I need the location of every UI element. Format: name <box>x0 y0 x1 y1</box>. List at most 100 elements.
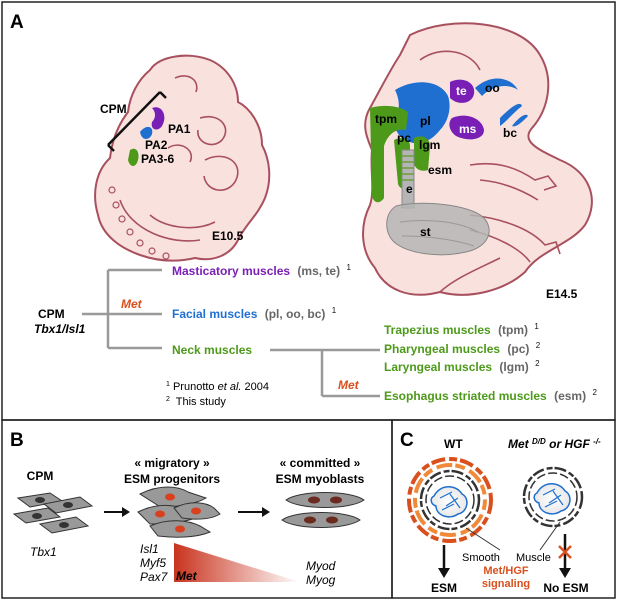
pa1-mark <box>151 107 165 130</box>
masticatory-node: Masticatory muscles (ms, te) 1 <box>172 263 351 278</box>
st-label: st <box>420 225 431 239</box>
smooth-leader <box>465 527 501 551</box>
myoblast-cells <box>281 492 365 528</box>
e-label: e <box>406 182 413 196</box>
cpm-cells <box>12 492 94 534</box>
somite-icon <box>112 201 120 209</box>
somite-icon <box>108 186 116 194</box>
b-gene-tbx1: Tbx1 <box>30 545 57 559</box>
cpm-bracket <box>107 91 167 152</box>
embryo-e10-5-fold1 <box>174 75 198 93</box>
cell-nucleus-red <box>165 493 175 501</box>
cell-nucleus-brown <box>326 516 338 524</box>
b-gene-isl1: Isl1 <box>140 542 159 556</box>
footnote-1: 1 Prunotto et al. 2004 <box>166 377 269 393</box>
somite-icon <box>118 215 126 223</box>
cell-nucleus-brown <box>308 496 320 504</box>
pa3-6-mark <box>128 148 139 166</box>
cell-nucleus-brown <box>330 496 342 504</box>
neck-node: Neck muscles <box>172 343 252 357</box>
b-migratory-title-1: « migratory » <box>134 456 210 470</box>
laryngeal-node: Laryngeal muscles (lgm) 2 <box>384 359 540 374</box>
embryo-e10-5: CPM PA1 PA2 PA3-6 E10.5 <box>94 54 271 262</box>
myoblast-cell <box>285 492 365 508</box>
embryo-e14-5-tail <box>439 257 501 293</box>
c-wt-title: WT <box>444 437 463 451</box>
b-migratory-title-2: ESM progenitors <box>124 472 220 486</box>
lineage-tree <box>82 268 380 398</box>
c-mutant-title: Met D/D or HGF -/- <box>508 433 601 451</box>
esophagus-mark <box>401 149 415 209</box>
wt-esophagus-section <box>407 457 493 543</box>
cell-nucleus <box>35 497 45 503</box>
pa2-mark <box>140 126 153 139</box>
cell-nucleus-red <box>191 507 201 515</box>
b-gene-myod: Myod <box>306 559 336 573</box>
panel-b-label: B <box>10 430 24 451</box>
tree-root-cpm: CPM <box>38 307 65 321</box>
panel-c-frame <box>391 419 616 599</box>
facial-node: Facial muscles (pl, oo, bc) 1 <box>172 306 337 321</box>
ms-label: ms <box>459 122 477 136</box>
stomach-mark <box>386 202 490 256</box>
b-committed-title-2: ESM myoblasts <box>276 472 365 486</box>
oo-mark <box>475 78 518 96</box>
cpm-label: CPM <box>100 102 127 116</box>
cell-nucleus-red <box>175 525 185 533</box>
pa2-label: PA2 <box>145 138 168 152</box>
somite-icon <box>148 247 156 255</box>
panel-a-label: A <box>10 12 24 33</box>
cell-nucleus <box>32 513 42 519</box>
somite-icon <box>136 239 144 247</box>
te-label: te <box>456 84 467 98</box>
c-smooth-label: Smooth <box>462 552 500 564</box>
muscle-leader <box>539 521 561 551</box>
b-gene-met: Met <box>176 569 198 583</box>
esophagus-node: Esophagus striated muscles (esm) 2 <box>384 388 597 403</box>
tree-met-label-2: Met <box>338 378 360 392</box>
lgm-label: lgm <box>419 138 440 152</box>
c-arrow-wt <box>438 545 450 578</box>
oo-label: oo <box>485 81 500 95</box>
pc-label: pc <box>397 131 411 145</box>
stomach-fold <box>399 220 479 247</box>
c-block-x-icon <box>558 545 572 559</box>
somite-icon <box>162 252 170 260</box>
cell-nucleus-brown <box>304 516 316 524</box>
b-arrow-2 <box>238 507 270 517</box>
embryo-e10-5-fold4 <box>167 144 193 163</box>
embryo-e10-5-body <box>94 54 271 262</box>
somite-icon <box>126 228 134 236</box>
b-committed-title-1: « committed » <box>280 456 361 470</box>
tree-neck-branch <box>270 348 380 398</box>
b-gene-myf5: Myf5 <box>140 556 166 570</box>
pa1-label: PA1 <box>168 122 191 136</box>
b-gene-pax7: Pax7 <box>140 570 169 584</box>
bc-mark-2 <box>512 114 528 127</box>
embryo-e14-5: te oo pl ms bc tpm pc lgm esm e st E14.5 <box>362 22 593 301</box>
embryo-e14-5-limb1 <box>469 162 558 201</box>
myoblast-cell <box>281 512 361 528</box>
tree-root-branch <box>82 268 162 350</box>
embryo-e10-5-fold2 <box>197 115 227 146</box>
b-gene-myog: Myog <box>306 573 336 587</box>
pharyngeal-node: Pharyngeal muscles (pc) 2 <box>384 341 541 356</box>
b-arrow-1 <box>104 507 130 517</box>
embryo-e10-5-tail <box>119 199 216 242</box>
stage-e14-5-label: E14.5 <box>546 287 578 301</box>
met-gradient-wedge <box>174 543 300 582</box>
stage-e10-5-label: E10.5 <box>212 229 244 243</box>
cell-nucleus <box>63 502 73 508</box>
embryo-e10-5-fold3 <box>203 155 239 191</box>
cell-nucleus <box>59 522 69 528</box>
ms-mark <box>449 115 484 140</box>
tpm-mark <box>370 105 408 203</box>
bc-label: bc <box>503 126 517 140</box>
c-noesm-outcome: No ESM <box>543 581 588 595</box>
trapezius-node: Trapezius muscles (tpm) 1 <box>384 322 539 337</box>
b-cpm-title: CPM <box>27 469 54 483</box>
tpm-label: tpm <box>375 112 397 126</box>
bc-mark <box>500 103 522 126</box>
